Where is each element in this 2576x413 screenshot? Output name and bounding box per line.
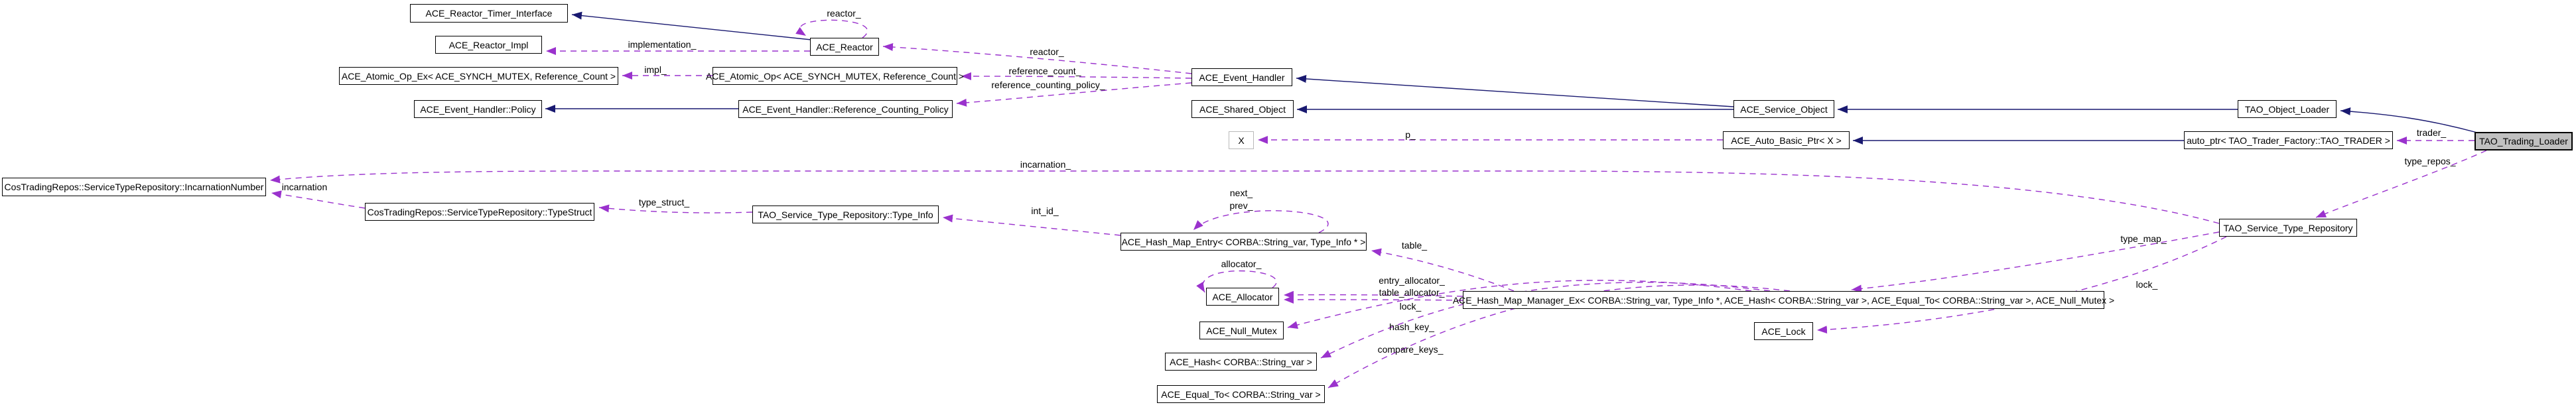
edge-usage-incarnation — [271, 190, 366, 209]
edge-label-table: table_ — [1401, 240, 1428, 251]
edge-label-incarnation-long: incarnation_ — [1020, 159, 1071, 170]
edge-usage-entry-self-loop — [1193, 210, 1329, 233]
node-ace-event-handler-policy[interactable]: ACE_Event_Handler::Policy — [414, 100, 542, 118]
edge-usage-repo-lock — [1816, 236, 2227, 334]
edge-usage-incarnation-long — [269, 170, 2220, 224]
node-type-info[interactable]: TAO_Service_Type_Repository::Type_Info — [752, 206, 939, 223]
edge-inherit-reactor-to-timer-interface — [571, 11, 812, 40]
edge-label-reactor-self: reactor_ — [827, 8, 861, 19]
node-ace-reactor-timer-interface[interactable]: ACE_Reactor_Timer_Interface — [410, 4, 568, 23]
edge-label-prev: prev_ — [1229, 200, 1253, 211]
node-ace-hash[interactable]: ACE_Hash< CORBA::String_var > — [1165, 353, 1317, 371]
edge-label-table-allocator: table_allocator_ — [1379, 287, 1445, 298]
node-x: X — [1229, 131, 1254, 149]
edge-label-reference-counting-policy: reference_counting_policy_ — [991, 80, 1105, 90]
node-ace-hash-map-entry[interactable]: ACE_Hash_Map_Entry< CORBA::String_var, T… — [1120, 233, 1367, 251]
node-ace-event-handler[interactable]: ACE_Event_Handler — [1191, 68, 1292, 86]
edge-label-entry-allocator: entry_allocator_ — [1379, 275, 1445, 286]
node-tao-trading-loader: TAO_Trading_Loader — [2474, 132, 2573, 150]
node-ace-lock[interactable]: ACE_Lock — [1754, 322, 1813, 340]
edge-label-type-repos: type_repos_ — [2404, 156, 2456, 166]
node-ace-allocator[interactable]: ACE_Allocator — [1206, 288, 1279, 306]
edge-inherit-serviceobject-to-eventhandler — [1296, 74, 1734, 107]
node-ace-auto-basic-ptr[interactable]: ACE_Auto_Basic_Ptr< X > — [1723, 131, 1850, 149]
edge-usage-int-id — [942, 214, 1121, 236]
node-type-struct[interactable]: CosTradingRepos::ServiceTypeRepository::… — [365, 203, 594, 221]
node-ace-null-mutex[interactable]: ACE_Null_Mutex — [1199, 322, 1284, 339]
edge-usage-type-struct — [598, 204, 753, 213]
node-auto-ptr-tao-trader[interactable]: auto_ptr< TAO_Trader_Factory::TAO_TRADER… — [2184, 131, 2393, 149]
node-tao-object-loader[interactable]: TAO_Object_Loader — [2238, 100, 2337, 118]
edge-label-incarnation: incarnation — [281, 182, 328, 192]
edge-usage-eventhandler-reactor — [882, 42, 1192, 74]
edge-label-allocator-self: allocator_ — [1221, 259, 1262, 269]
edge-label-manager-lock: lock_ — [1399, 301, 1422, 312]
node-ace-atomic-op-ex[interactable]: ACE_Atomic_Op_Ex< ACE_SYNCH_MUTEX, Refer… — [339, 67, 618, 85]
edge-label-type-struct: type_struct_ — [638, 197, 690, 207]
node-ace-event-handler-reference-counting-policy[interactable]: ACE_Event_Handler::Reference_Counting_Po… — [738, 100, 953, 118]
edge-label-impl: impl_ — [644, 64, 667, 75]
node-ace-atomic-op[interactable]: ACE_Atomic_Op< ACE_SYNCH_MUTEX, Referenc… — [706, 67, 964, 85]
node-ace-service-object[interactable]: ACE_Service_Object — [1733, 100, 1834, 118]
edge-label-hash-key: hash_key_ — [1389, 322, 1434, 332]
edge-label-compare-keys: compare_keys_ — [1377, 344, 1444, 355]
edge-label-reference-count: reference_count_ — [1008, 66, 1081, 76]
node-ace-equal-to[interactable]: ACE_Equal_To< CORBA::String_var > — [1157, 385, 1325, 403]
edge-usage-allocator-self-loop — [1196, 270, 1277, 293]
edge-label-reactor: reactor_ — [1030, 46, 1064, 57]
edge-usage-reactor-self-loop — [795, 19, 868, 38]
edge-label-implementation: implementation_ — [628, 39, 697, 50]
edge-label-next: next_ — [1229, 188, 1253, 198]
edge-inherit-tradingloader-to-objectloader — [2340, 107, 2478, 133]
edge-label-p: p_ — [1405, 129, 1416, 140]
edge-label-int-id: int_id_ — [1031, 206, 1059, 216]
node-ace-reactor[interactable]: ACE_Reactor — [810, 38, 879, 56]
edge-usage-table — [1371, 248, 1515, 292]
edge-usage-reference-count — [961, 72, 1192, 81]
edge-label-repo-lock: lock_ — [2135, 279, 2158, 290]
edge-label-type-map: type_map_ — [2120, 233, 2167, 244]
node-ace-shared-object[interactable]: ACE_Shared_Object — [1191, 100, 1294, 118]
node-ace-reactor-impl[interactable]: ACE_Reactor_Impl — [435, 36, 542, 54]
edge-usage-reference-counting-policy — [956, 82, 1192, 107]
node-tao-service-type-repository[interactable]: TAO_Service_Type_Repository — [2219, 219, 2357, 237]
node-ace-hash-map-manager-ex[interactable]: ACE_Hash_Map_Manager_Ex< CORBA::String_v… — [1453, 291, 2114, 309]
edge-usage-type-repos — [2315, 150, 2487, 218]
node-incarnation-number[interactable]: CosTradingRepos::ServiceTypeRepository::… — [2, 178, 266, 196]
edge-usage-type-map — [1851, 231, 2220, 293]
edge-usage-entry-allocator — [1283, 290, 1463, 299]
edge-label-trader: trader_ — [2416, 127, 2447, 138]
edge-usage-manager-lock — [1287, 280, 1752, 329]
